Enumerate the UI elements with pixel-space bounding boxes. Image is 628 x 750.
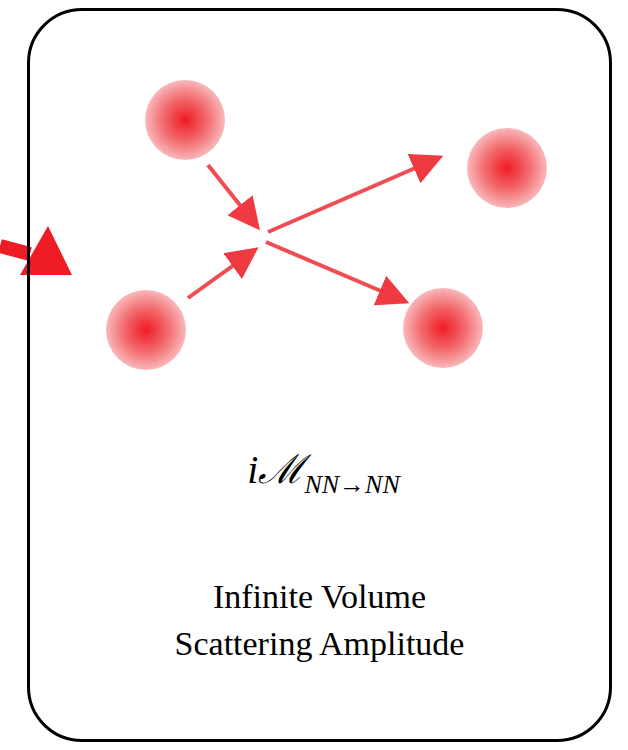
box-caption: Infinite Volume Scattering Amplitude: [170, 573, 470, 667]
nucleons: [106, 80, 547, 370]
formula-symbol: iℳ: [247, 447, 304, 492]
scattering-box: iℳNN→NN Infinite Volume Scattering Amplit…: [27, 8, 612, 742]
incoming-arrow: [0, 226, 72, 275]
momentum-arrows: [188, 159, 436, 300]
amplitude-formula: iℳNN→NN: [247, 440, 400, 495]
formula-subscript: NN→NN: [304, 470, 399, 499]
